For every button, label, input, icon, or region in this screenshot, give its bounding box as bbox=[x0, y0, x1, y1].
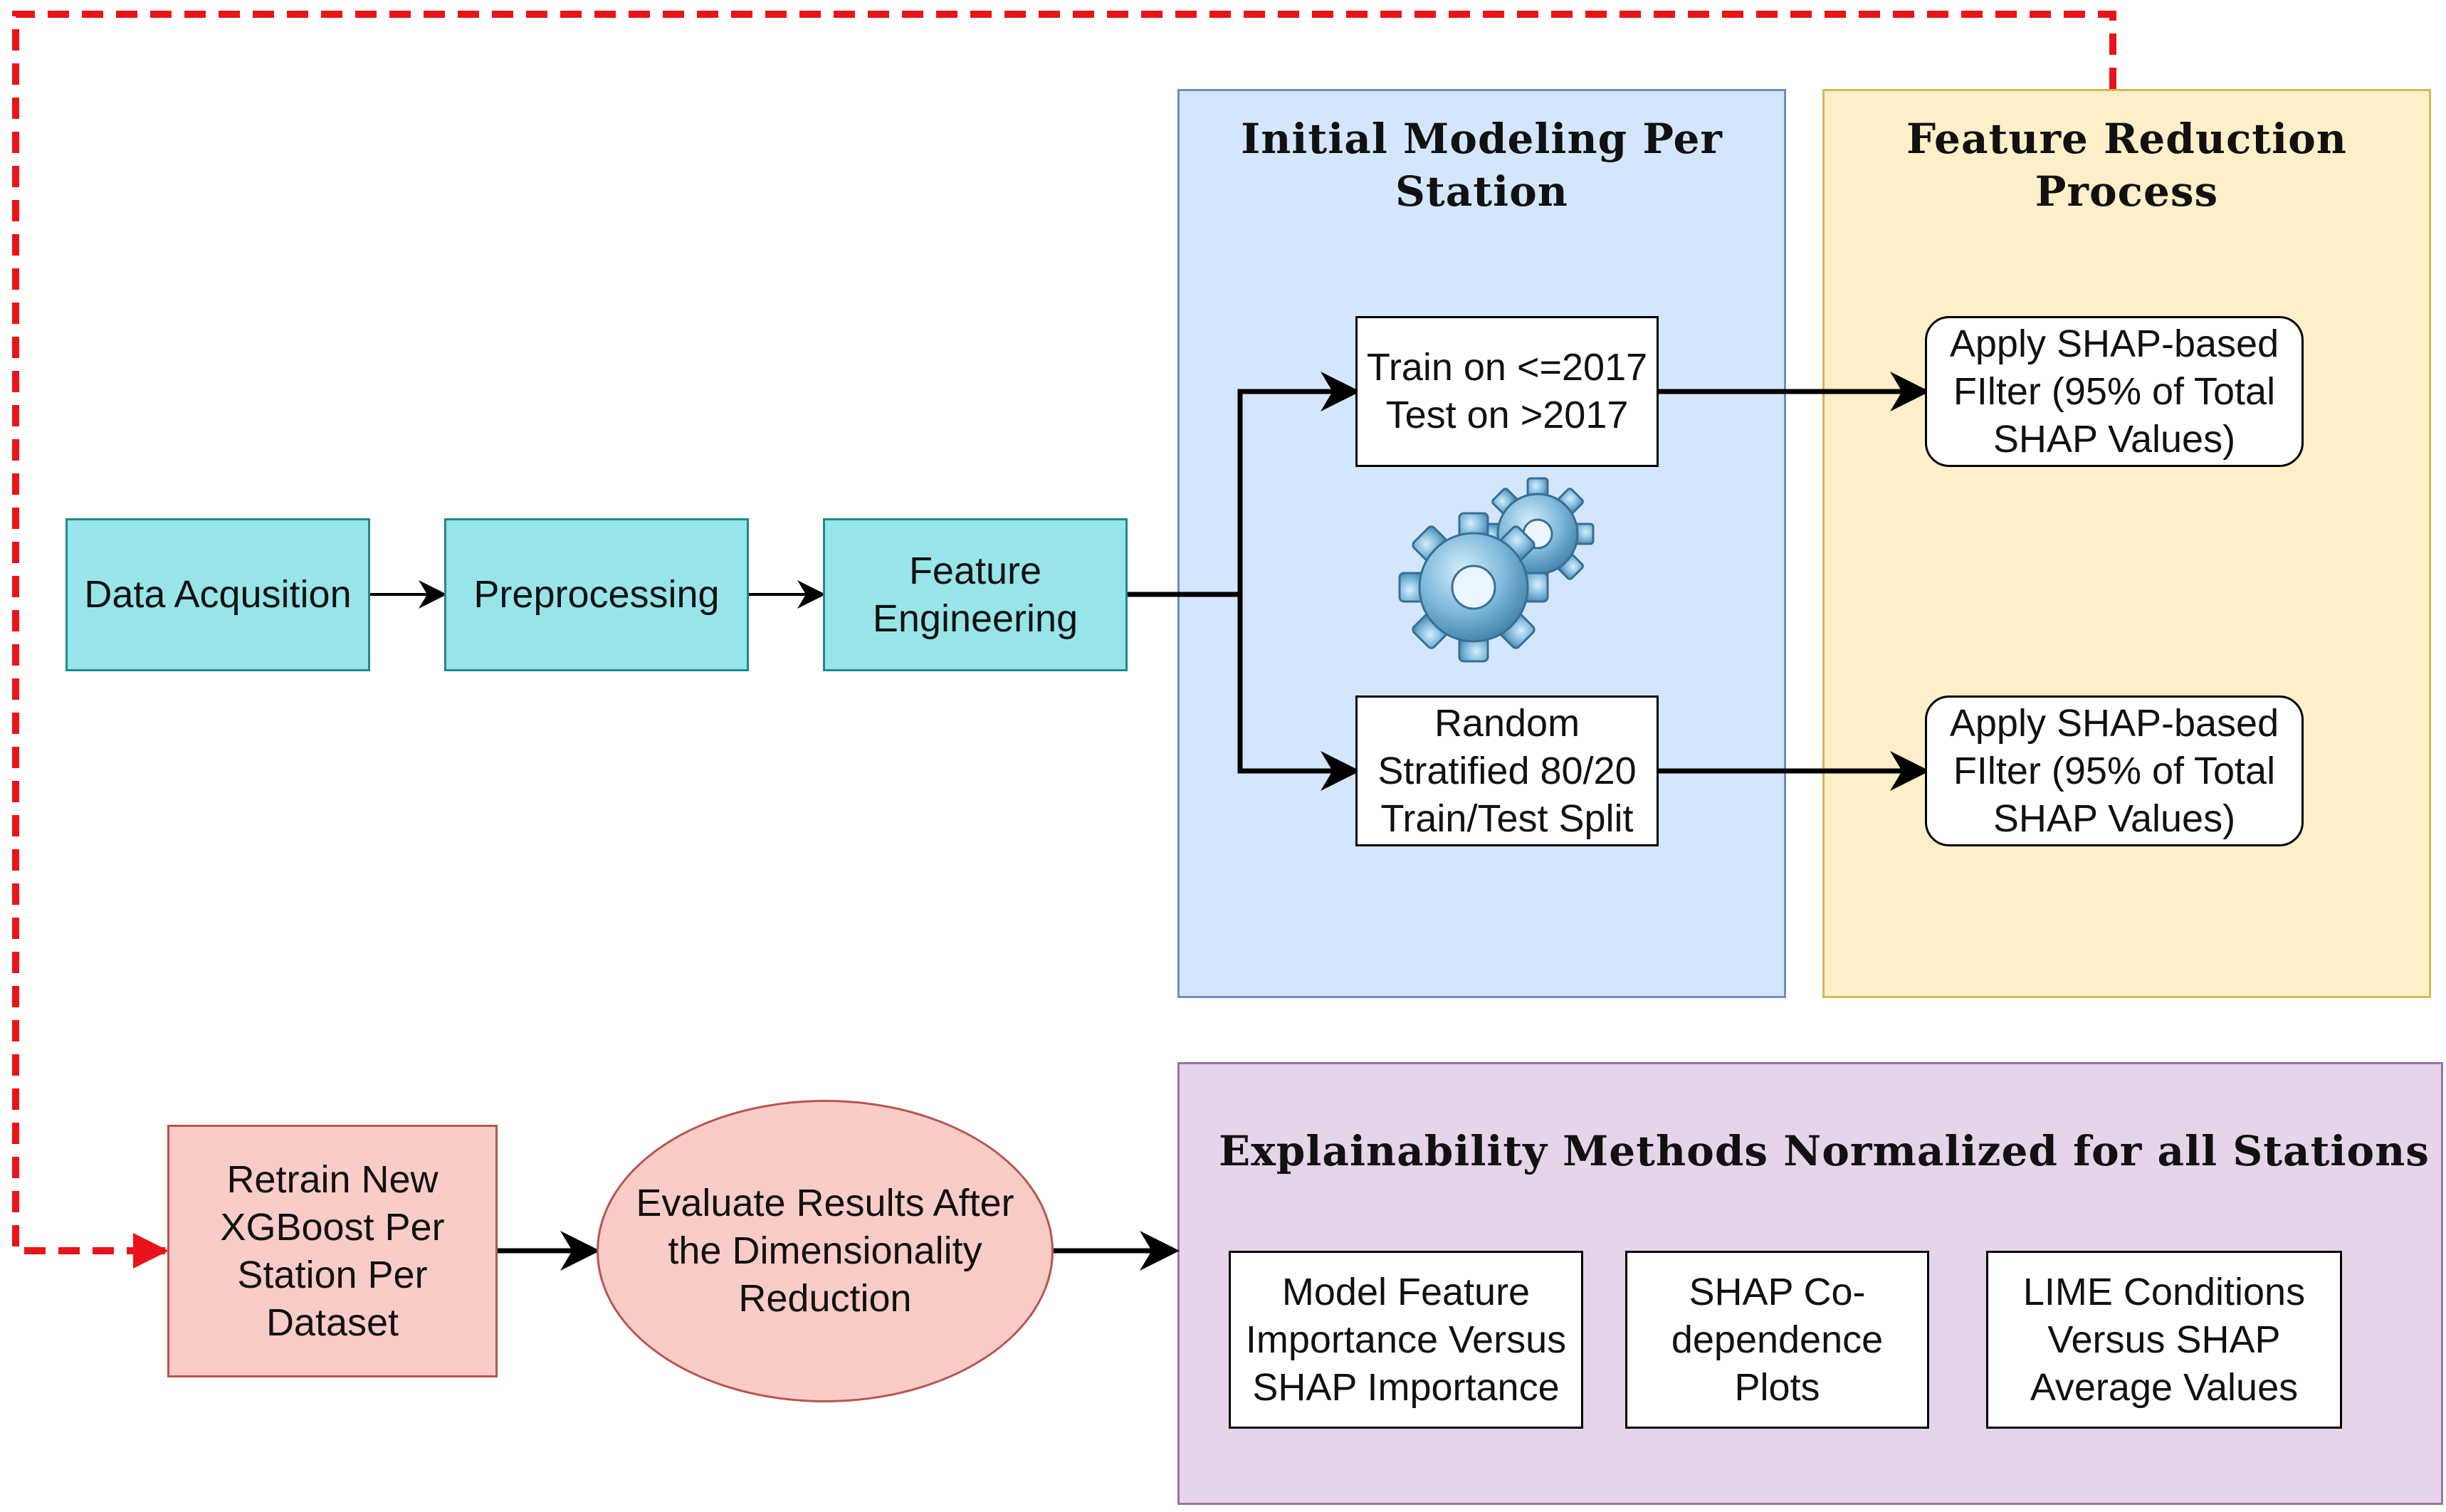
feature-importance-box: Model Feature Importance Versus SHAP Imp… bbox=[1229, 1251, 1583, 1429]
explainability-title: Explainability Methods Normalized for al… bbox=[1219, 1127, 2430, 1175]
feature-engineering-line-1: Feature bbox=[908, 549, 1042, 592]
feature-reduction-title: Feature Reduction Process bbox=[1906, 115, 2347, 216]
lime-vs-shap-line-2: Versus SHAP bbox=[2047, 1318, 2281, 1361]
feature-engineering-box: Feature Engineering bbox=[823, 518, 1128, 671]
data-acquisition-box: Data Acqusition bbox=[65, 518, 370, 671]
shap-filter-1-line-3: SHAP Values) bbox=[1993, 417, 2236, 461]
shap-codependence-line-2: dependence bbox=[1671, 1318, 1884, 1361]
evaluate-ellipse: Evaluate Results After the Dimensionalit… bbox=[597, 1100, 1054, 1402]
initial-modeling-title: Initial Modeling Per Station bbox=[1241, 115, 1723, 216]
shap-filter-1-line-1: Apply SHAP-based bbox=[1949, 322, 2279, 365]
retrain-line-2: XGBoost Per bbox=[220, 1205, 445, 1249]
shap-filter-2-line-2: FIlter (95% of Total bbox=[1953, 749, 2276, 792]
feature-importance-line-1: Model Feature bbox=[1281, 1270, 1531, 1313]
retrain-box: Retrain New XGBoost Per Station Per Data… bbox=[167, 1125, 498, 1377]
shap-filter-2-line-1: Apply SHAP-based bbox=[1949, 701, 2279, 745]
shap-codependence-line-3: Plots bbox=[1734, 1365, 1820, 1409]
lime-vs-shap-box: LIME Conditions Versus SHAP Average Valu… bbox=[1986, 1251, 2342, 1429]
evaluate-line-2: the Dimensionality bbox=[668, 1229, 982, 1272]
time-split-line-1: Train on <=2017 bbox=[1366, 346, 1648, 389]
feature-importance-line-2: Importance Versus bbox=[1245, 1318, 1567, 1361]
shap-filter-box-2: Apply SHAP-based FIlter (95% of Total SH… bbox=[1925, 695, 2304, 846]
random-split-box: Random Stratified 80/20 Train/Test Split bbox=[1355, 695, 1659, 846]
retrain-line-1: Retrain New bbox=[226, 1157, 439, 1201]
random-split-line-3: Train/Test Split bbox=[1380, 797, 1634, 840]
lime-vs-shap-line-1: LIME Conditions bbox=[2022, 1270, 2306, 1313]
time-split-line-2: Test on >2017 bbox=[1385, 394, 1629, 436]
random-split-line-1: Random bbox=[1434, 701, 1580, 745]
feature-reduction-panel: Feature Reduction Process bbox=[1822, 89, 2431, 998]
lime-vs-shap-line-3: Average Values bbox=[2030, 1365, 2299, 1409]
arrow-engineering-to-random-split bbox=[1237, 594, 1360, 791]
shap-filter-1-line-2: FIlter (95% of Total bbox=[1953, 369, 2276, 413]
gears-icon bbox=[1398, 477, 1595, 663]
shap-filter-2-line-3: SHAP Values) bbox=[1993, 797, 2236, 840]
evaluate-line-1: Evaluate Results After bbox=[636, 1182, 1014, 1224]
preprocessing-box: Preprocessing bbox=[444, 518, 749, 671]
retrain-line-3: Station Per bbox=[237, 1253, 428, 1296]
evaluate-line-3: Reduction bbox=[738, 1277, 912, 1320]
shap-filter-box-1: Apply SHAP-based FIlter (95% of Total SH… bbox=[1925, 316, 2304, 467]
retrain-line-4: Dataset bbox=[266, 1301, 399, 1344]
feature-importance-line-3: SHAP Importance bbox=[1252, 1365, 1560, 1409]
feedback-loop-arrow bbox=[12, 11, 2116, 1269]
time-split-box: Train on <=2017 Test on >2017 bbox=[1355, 316, 1659, 467]
shap-codependence-line-1: SHAP Co- bbox=[1689, 1270, 1866, 1313]
feature-engineering-line-2: Engineering bbox=[872, 597, 1078, 640]
arrow-engineering-to-time-split bbox=[1128, 372, 1360, 597]
random-split-line-2: Stratified 80/20 bbox=[1377, 749, 1637, 792]
shap-codependence-box: SHAP Co- dependence Plots bbox=[1625, 1251, 1929, 1429]
